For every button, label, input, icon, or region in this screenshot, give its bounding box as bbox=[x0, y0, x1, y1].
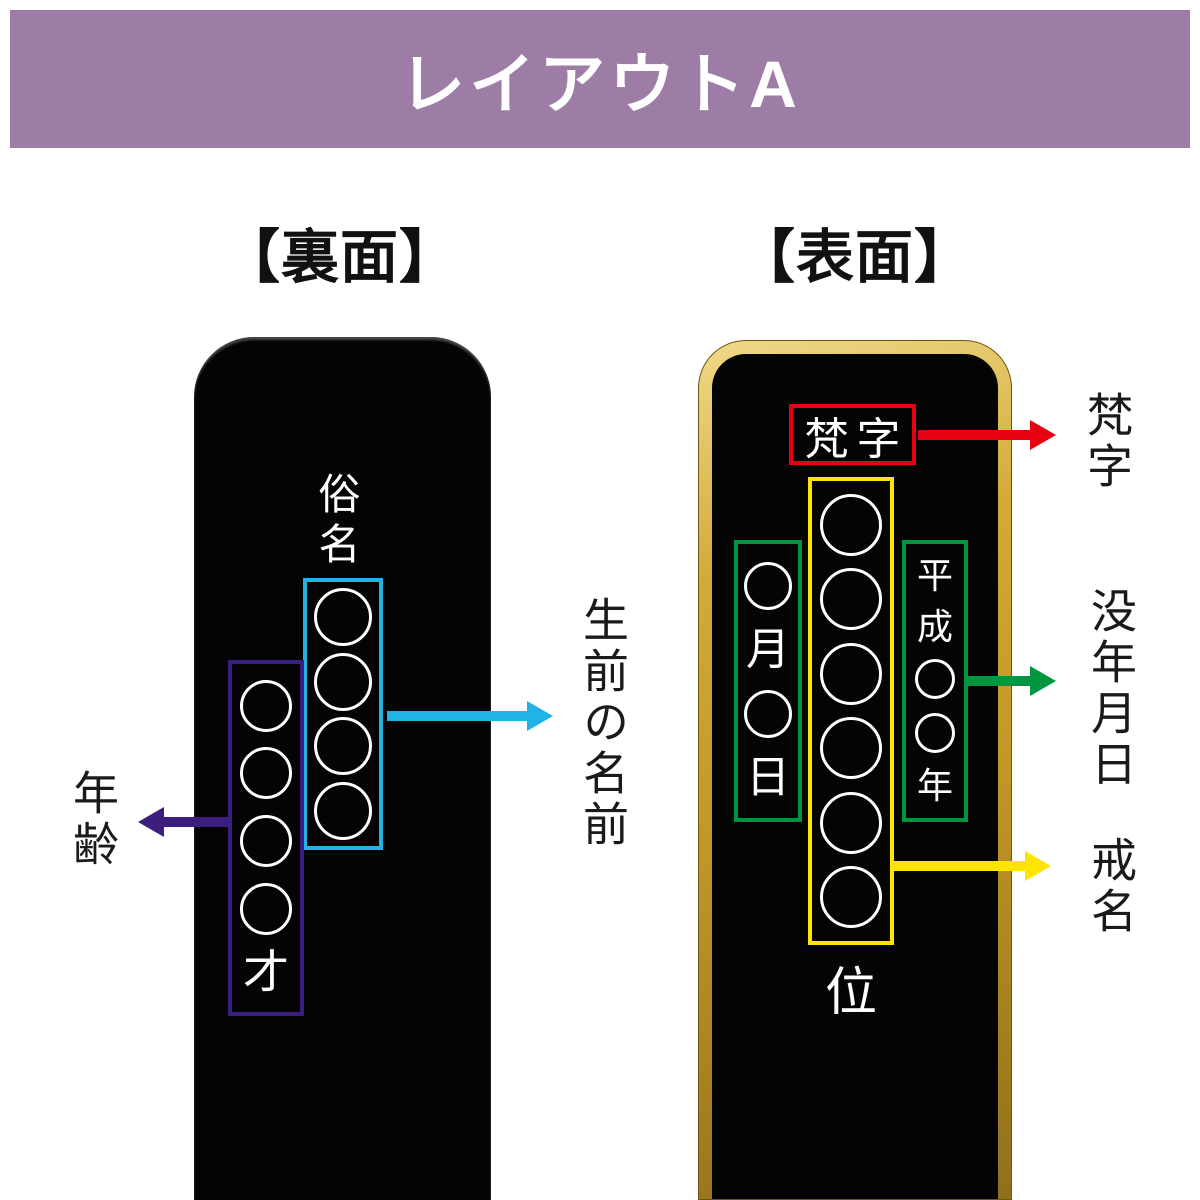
kaimyo-arrow bbox=[893, 851, 1051, 881]
layout-banner: レイアウトA bbox=[10, 10, 1190, 148]
placeholder-circle bbox=[820, 642, 882, 705]
placeholder-circle bbox=[744, 562, 792, 610]
rank-character: 位 bbox=[824, 965, 877, 1022]
placeholder-circle bbox=[240, 814, 292, 867]
kaimyo-box bbox=[808, 477, 894, 945]
placeholder-circle bbox=[820, 866, 882, 929]
secular-name-heading: 俗名 bbox=[312, 472, 358, 572]
placeholder-circle bbox=[314, 588, 372, 647]
column-character: 成 bbox=[916, 606, 953, 647]
bonji-arrow bbox=[918, 420, 1056, 450]
placeholder-circle bbox=[240, 679, 292, 732]
death-year-box: 平成年 bbox=[902, 540, 968, 822]
column-character: 年 bbox=[916, 765, 953, 806]
placeholder-circle bbox=[820, 493, 882, 556]
death-day-box: 月日 bbox=[734, 540, 802, 822]
death-date-annotation: 没年月日 bbox=[1085, 587, 1137, 791]
placeholder-circle bbox=[915, 713, 955, 754]
placeholder-circle bbox=[240, 747, 292, 800]
bonji-annotation: 梵字 bbox=[1081, 391, 1133, 493]
arrow-line bbox=[968, 676, 1030, 686]
placeholder-circle bbox=[314, 717, 372, 776]
age-annotation: 年齢 bbox=[67, 769, 119, 871]
column-character: 平 bbox=[916, 556, 953, 597]
placeholder-circle bbox=[820, 791, 882, 854]
age-box: 才 bbox=[228, 660, 304, 1016]
secular-name-annotation: 生前の名前 bbox=[577, 595, 629, 851]
secular-name-arrow bbox=[387, 701, 553, 731]
arrow-line bbox=[918, 430, 1030, 440]
front-side-header: 【表面】 bbox=[736, 225, 973, 290]
column-character: 才 bbox=[243, 947, 289, 999]
bonji-box: 梵字 bbox=[789, 404, 916, 465]
arrow-head bbox=[1030, 420, 1056, 450]
kaimyo-annotation: 戒名 bbox=[1085, 836, 1137, 938]
placeholder-circle bbox=[744, 690, 792, 738]
placeholder-circle bbox=[820, 717, 882, 780]
placeholder-circle bbox=[240, 882, 292, 935]
arrow-head bbox=[527, 701, 553, 731]
arrow-head bbox=[1030, 666, 1056, 696]
back-side-header: 【裏面】 bbox=[221, 225, 458, 290]
secular-name-box bbox=[303, 578, 383, 850]
placeholder-circle bbox=[915, 658, 955, 699]
column-character: 月 bbox=[746, 625, 790, 674]
column-character: 日 bbox=[746, 753, 790, 802]
layout-title: レイアウトA bbox=[399, 47, 801, 121]
arrow-line bbox=[164, 817, 230, 827]
age-arrow bbox=[138, 807, 230, 837]
arrow-head bbox=[1025, 851, 1051, 881]
arrow-line bbox=[387, 711, 527, 721]
arrow-head bbox=[138, 807, 164, 837]
arrow-line bbox=[893, 861, 1025, 871]
placeholder-circle bbox=[820, 568, 882, 631]
placeholder-circle bbox=[314, 652, 372, 711]
placeholder-circle bbox=[314, 781, 372, 840]
death-date-arrow bbox=[968, 666, 1056, 696]
